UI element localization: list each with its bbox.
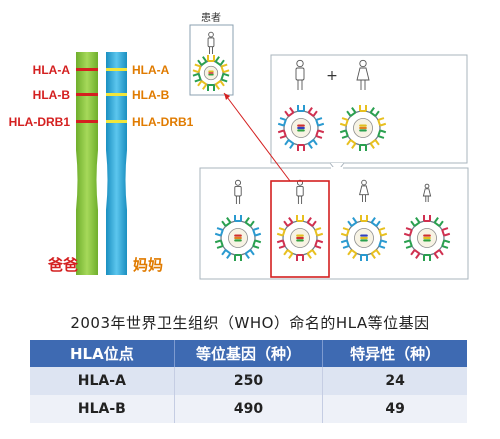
child-person-icon bbox=[422, 183, 432, 202]
child-person-icon bbox=[234, 179, 242, 204]
column-header: 等位基因（种） bbox=[174, 340, 324, 367]
patient-cell-icon bbox=[192, 55, 230, 91]
child-cell-icon bbox=[403, 215, 451, 261]
patient-label: 患者 bbox=[201, 12, 221, 24]
mother-band-hla-a bbox=[106, 68, 127, 71]
mother-locus-label: HLA-DRB1 bbox=[132, 115, 194, 129]
match-connector-line bbox=[223, 92, 291, 182]
match-connector-arrowhead bbox=[224, 93, 230, 100]
child-cell-icon bbox=[340, 215, 388, 261]
mother-name-label: 妈妈 bbox=[133, 256, 163, 274]
father-locus-label: HLA-DRB1 bbox=[9, 115, 71, 129]
father-name-label: 爸爸 bbox=[47, 256, 78, 274]
match-highlight-box bbox=[270, 180, 330, 278]
hla-allele-table: HLA位点 等位基因（种） 特异性（种） HLA-A 250 24 HLA-B … bbox=[30, 340, 467, 423]
table-cell: HLA-B bbox=[30, 395, 175, 423]
hla-inheritance-diagram: HLA-A HLA-B HLA-DRB1 HLA-A HLA-B HLA-DRB… bbox=[9, 12, 469, 280]
table-row: HLA-A 250 24 bbox=[30, 367, 467, 395]
father-person-icon bbox=[295, 59, 305, 90]
child-cell-icon bbox=[214, 215, 262, 261]
table-cell: 49 bbox=[322, 395, 467, 423]
father-band-hla-b bbox=[76, 93, 98, 96]
table-cell: 250 bbox=[174, 367, 324, 395]
mother-band-hla-drb1 bbox=[106, 120, 127, 123]
father-locus-label: HLA-A bbox=[33, 63, 71, 77]
mother-locus-label: HLA-A bbox=[132, 63, 170, 77]
father-band-hla-a bbox=[76, 68, 98, 71]
column-header: 特异性（种） bbox=[322, 340, 467, 367]
table-header-row: HLA位点 等位基因（种） 特异性（种） bbox=[30, 340, 467, 367]
column-header: HLA位点 bbox=[30, 340, 175, 367]
table-cell: 24 bbox=[322, 367, 467, 395]
patient-person-icon bbox=[207, 31, 215, 54]
mother-person-icon bbox=[356, 59, 370, 90]
table-row: HLA-B 490 49 bbox=[30, 395, 467, 423]
father-band-hla-drb1 bbox=[76, 120, 98, 123]
father-chromosome bbox=[76, 52, 98, 275]
father-cell-icon bbox=[277, 105, 325, 151]
mother-cell-icon bbox=[339, 105, 387, 151]
child-cell-icon bbox=[276, 215, 324, 261]
table-cell: 490 bbox=[174, 395, 324, 423]
plus-sign: + bbox=[326, 68, 338, 84]
mother-chromosome bbox=[106, 52, 127, 275]
table-caption: 2003年世界卫生组织（WHO）命名的HLA等位基因 bbox=[70, 314, 430, 332]
father-locus-label: HLA-B bbox=[33, 88, 71, 102]
child-person-icon bbox=[359, 179, 369, 202]
mother-locus-label: HLA-B bbox=[132, 88, 170, 102]
mother-band-hla-b bbox=[106, 93, 127, 96]
table-cell: HLA-A bbox=[30, 367, 175, 395]
